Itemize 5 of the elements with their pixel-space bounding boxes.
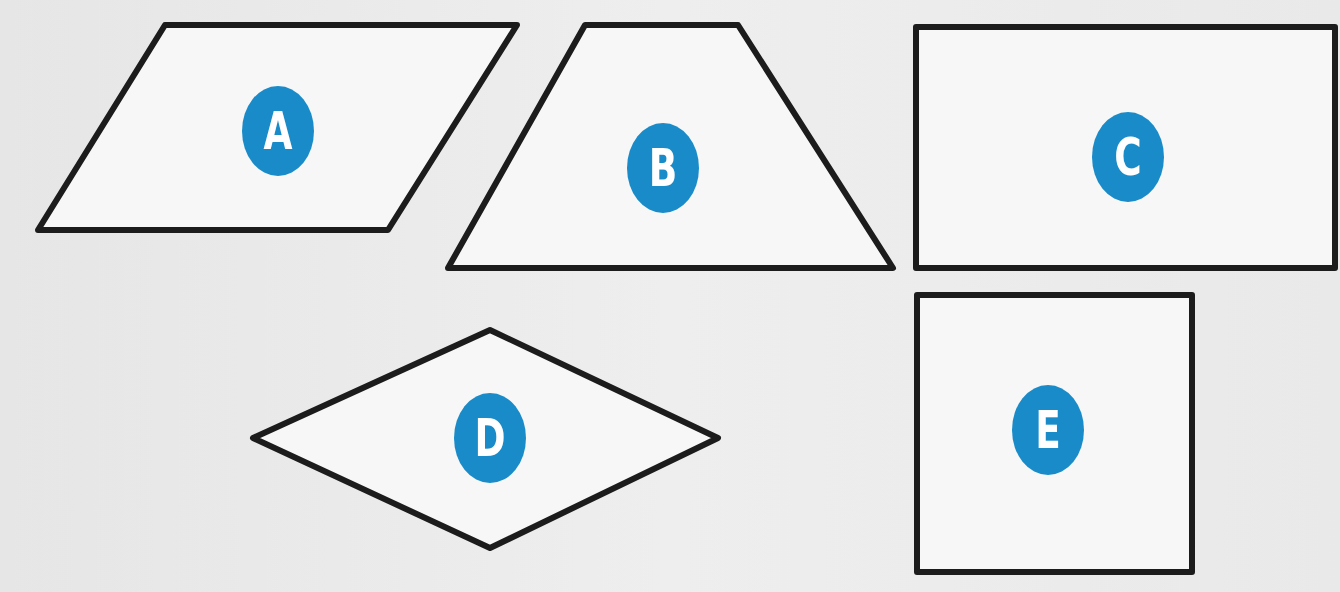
rhombus-shape: [250, 327, 721, 551]
parallelogram-shape: [35, 22, 520, 233]
rectangle-shape: [913, 24, 1338, 271]
trapezoid-shape: [445, 22, 896, 271]
square-shape: [914, 292, 1195, 575]
